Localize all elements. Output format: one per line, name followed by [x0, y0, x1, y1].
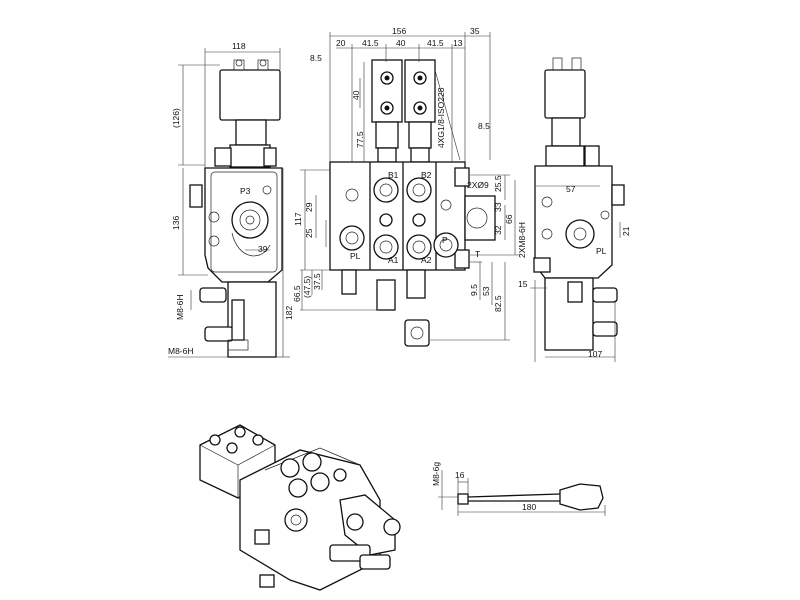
thread-m8-label-b: M8-6H	[168, 346, 194, 356]
right-side-view	[530, 57, 625, 362]
dim-29: 29	[304, 202, 314, 212]
port-t-label: T	[475, 249, 481, 259]
dim-182: 182	[284, 305, 294, 320]
dim-32: 32	[493, 225, 503, 235]
dim-15: 15	[518, 279, 528, 289]
thread-m8-label-a: M8-6H	[175, 294, 185, 320]
dim-21: 21	[621, 226, 631, 236]
dim-53: 53	[481, 286, 491, 296]
dim-35: 35	[470, 26, 480, 36]
dim-25-5: 25.5	[493, 175, 503, 192]
dim-57: 57	[566, 184, 576, 194]
dim-2xm8-6h: 2XM8-6H	[517, 222, 527, 258]
dim-66: 66	[504, 214, 514, 224]
dim-66-5: 66.5	[292, 285, 302, 302]
thread-m8-6g-label: M8-6g	[431, 461, 441, 486]
port-thread-label: 4XG1/8-ISO228	[436, 87, 446, 148]
port-b2-label: B2	[421, 170, 432, 180]
dim-41-5-b: 41.5	[427, 38, 444, 48]
dim-33: 33	[493, 202, 503, 212]
port-pl-label-right: PL	[596, 246, 607, 256]
isometric-view	[199, 424, 401, 591]
port-b1-label: B1	[388, 170, 399, 180]
dim-39: 39	[258, 244, 268, 254]
dim-180: 180	[522, 502, 537, 512]
port-p3-label: P3	[240, 186, 251, 196]
front-view	[300, 32, 520, 347]
dim-117: 117	[293, 212, 303, 226]
dim-118: 118	[232, 41, 246, 51]
port-pl-label-front: PL	[350, 251, 361, 261]
dim-77-5: 77.5	[355, 131, 365, 148]
dim-156: 156	[392, 26, 407, 36]
dim-16: 16	[455, 470, 465, 480]
dim-40-a: 40	[396, 38, 406, 48]
dim-37-5: 37.5	[312, 273, 322, 290]
dim-82-5: 82.5	[493, 295, 503, 312]
dim-8-5-a: 8.5	[310, 53, 322, 63]
dim-8-5-b: 8.5	[478, 121, 490, 131]
dim-126: (126)	[171, 108, 181, 128]
dim-13: 13	[453, 38, 463, 48]
dim-47-5: (47.5)	[302, 275, 312, 298]
lever-handle	[438, 470, 606, 516]
port-p-label: P	[442, 235, 448, 245]
dim-9-5: 9.5	[469, 284, 479, 296]
left-side-view	[168, 48, 290, 358]
port-a1-label: A1	[388, 255, 399, 265]
dim-41-5-a: 41.5	[362, 38, 379, 48]
dim-25: 25	[304, 228, 314, 238]
port-a2-label: A2	[421, 255, 432, 265]
dim-40-b: 40	[351, 90, 361, 100]
dim-20: 20	[336, 38, 346, 48]
dim-107: 107	[588, 349, 603, 359]
dim-2x-dia9: 2XØ9	[467, 180, 489, 190]
dim-136: 136	[171, 215, 181, 230]
